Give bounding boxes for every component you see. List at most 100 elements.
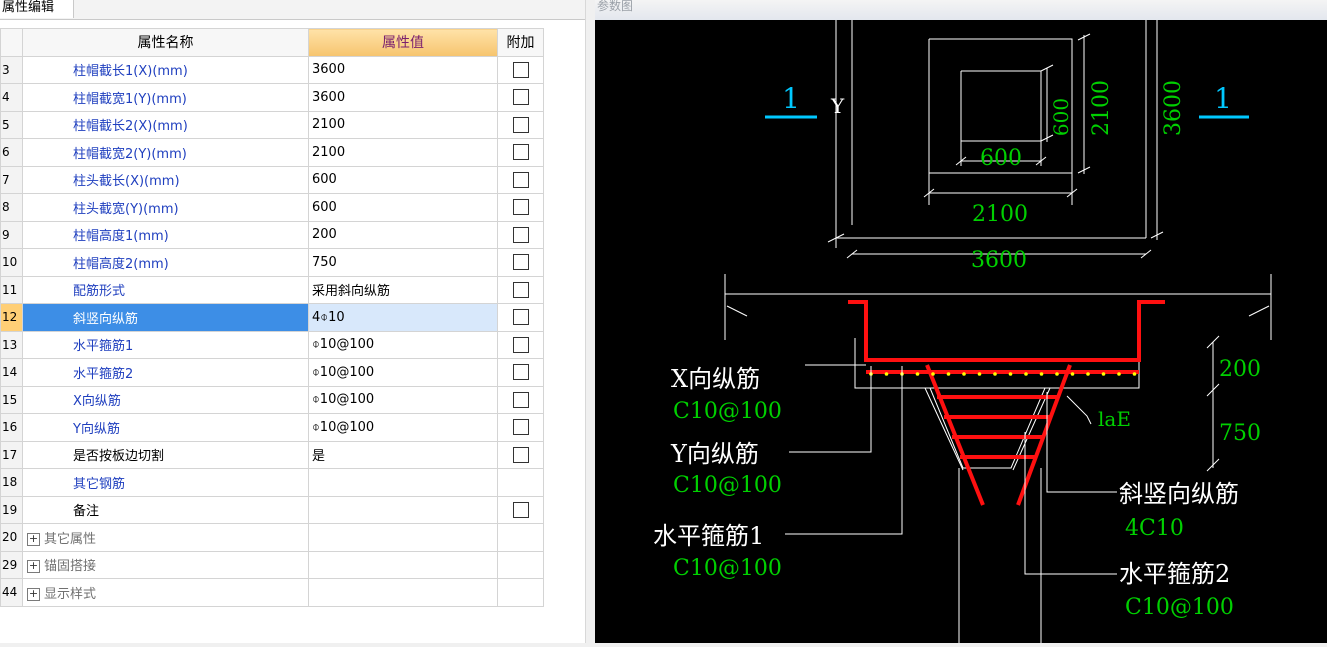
property-value-cell[interactable]: 采用斜向纵筋 bbox=[308, 275, 498, 304]
property-name-cell[interactable]: +锚固搭接 bbox=[22, 550, 309, 579]
extra-checkbox[interactable] bbox=[512, 391, 529, 408]
cad-line bbox=[1077, 33, 1091, 41]
header-property-name[interactable]: 属性名称 bbox=[22, 28, 309, 57]
extra-checkbox[interactable] bbox=[512, 144, 529, 161]
cad-line bbox=[1248, 305, 1270, 317]
extra-checkbox[interactable] bbox=[512, 364, 529, 381]
property-value-cell[interactable]: 200 bbox=[308, 220, 498, 249]
extra-checkbox[interactable] bbox=[512, 446, 529, 463]
property-name-cell[interactable]: 柱头截长(X)(mm) bbox=[22, 165, 309, 194]
cad-line bbox=[1040, 134, 1054, 142]
extra-cell bbox=[497, 248, 544, 277]
property-value-cell[interactable]: 600 bbox=[308, 165, 498, 194]
property-value-cell[interactable] bbox=[308, 578, 498, 607]
rebar-dot bbox=[884, 372, 889, 376]
expand-plus-icon[interactable]: + bbox=[27, 531, 40, 546]
property-value-cell[interactable]: 3600 bbox=[308, 55, 498, 84]
extra-checkbox[interactable] bbox=[512, 254, 529, 271]
extra-cell bbox=[497, 220, 544, 249]
property-name-cell[interactable]: 柱帽截长1(X)(mm) bbox=[22, 55, 309, 84]
table-row[interactable]: 29+锚固搭接 bbox=[0, 550, 544, 579]
property-value-cell[interactable] bbox=[308, 523, 498, 552]
property-name-cell[interactable]: 柱帽截宽1(Y)(mm) bbox=[22, 83, 309, 112]
property-value-cell[interactable]: ⌽10@100 bbox=[308, 330, 498, 359]
extra-checkbox[interactable] bbox=[512, 61, 529, 78]
extra-checkbox[interactable] bbox=[512, 309, 529, 326]
x-rebar-label: X向纵筋 bbox=[671, 365, 760, 393]
expand-plus-icon[interactable]: + bbox=[27, 586, 40, 601]
table-row[interactable]: 20+其它属性 bbox=[0, 523, 544, 552]
panel-splitter[interactable] bbox=[585, 0, 596, 643]
property-name-cell[interactable]: 其它钢筋 bbox=[22, 468, 309, 497]
property-value-cell[interactable] bbox=[308, 495, 498, 524]
expand-plus-icon[interactable]: + bbox=[27, 559, 40, 574]
property-value-cell[interactable]: 750 bbox=[308, 248, 498, 277]
property-name-cell[interactable]: X向纵筋 bbox=[22, 385, 309, 414]
header-property-value[interactable]: 属性值 bbox=[308, 28, 498, 57]
property-name-cell[interactable]: 柱帽高度1(mm) bbox=[22, 220, 309, 249]
property-name-cell[interactable]: 柱帽截长2(X)(mm) bbox=[22, 110, 309, 139]
property-name-cell[interactable]: +显示样式 bbox=[22, 578, 309, 607]
cad-line bbox=[1077, 166, 1091, 174]
property-value-cell[interactable]: 3600 bbox=[308, 83, 498, 112]
extra-checkbox[interactable] bbox=[512, 336, 529, 353]
extra-checkbox[interactable] bbox=[512, 419, 529, 436]
extra-cell bbox=[497, 193, 544, 222]
property-name-cell[interactable]: 水平箍筋1 bbox=[22, 330, 309, 359]
rebar-dot bbox=[1070, 372, 1075, 376]
property-value-cell[interactable]: 2100 bbox=[308, 110, 498, 139]
extra-checkbox[interactable] bbox=[512, 226, 529, 243]
property-value-cell[interactable]: ⌽10@100 bbox=[308, 413, 498, 442]
property-value-cell[interactable]: 是 bbox=[308, 440, 498, 469]
table-row[interactable]: 44+显示样式 bbox=[0, 578, 544, 607]
dim-3600-vertical: 3600 bbox=[1161, 80, 1186, 136]
property-name-cell[interactable]: 柱头截宽(Y)(mm) bbox=[22, 193, 309, 222]
property-value-cell[interactable] bbox=[308, 550, 498, 579]
extra-cell bbox=[497, 550, 544, 579]
dim-3600-horizontal: 3600 bbox=[971, 248, 1027, 273]
property-value-cell[interactable]: 2100 bbox=[308, 138, 498, 167]
extra-checkbox[interactable] bbox=[512, 171, 529, 188]
tab-property-editor[interactable]: 属性编辑 bbox=[0, 0, 74, 18]
cap-lower-outline bbox=[929, 387, 1046, 469]
extra-checkbox[interactable] bbox=[512, 501, 529, 518]
extra-checkbox[interactable] bbox=[512, 199, 529, 216]
property-name-cell[interactable]: 斜竖向纵筋 bbox=[22, 303, 309, 332]
extra-checkbox[interactable] bbox=[512, 89, 529, 106]
property-value-cell[interactable]: 4⌽10 bbox=[308, 303, 498, 332]
header-extra[interactable]: 附加 bbox=[497, 28, 544, 57]
property-name-cell[interactable]: 是否按板边切割 bbox=[22, 440, 309, 469]
row-index: 5 bbox=[0, 110, 23, 139]
property-name-cell[interactable]: 备注 bbox=[22, 495, 309, 524]
property-name-cell[interactable]: Y向纵筋 bbox=[22, 413, 309, 442]
property-value-cell[interactable] bbox=[308, 468, 498, 497]
extra-checkbox[interactable] bbox=[512, 281, 529, 298]
property-value-cell[interactable]: ⌽10@100 bbox=[308, 358, 498, 387]
header-index bbox=[0, 28, 23, 57]
property-name-cell[interactable]: +其它属性 bbox=[22, 523, 309, 552]
property-name-cell[interactable]: 配筋形式 bbox=[22, 275, 309, 304]
property-name-cell[interactable]: 柱帽截宽2(Y)(mm) bbox=[22, 138, 309, 167]
property-name-cell[interactable]: 水平箍筋2 bbox=[22, 358, 309, 387]
property-value-cell[interactable]: 600 bbox=[308, 193, 498, 222]
property-name-cell[interactable]: 柱帽高度2(mm) bbox=[22, 248, 309, 277]
property-value-cell[interactable]: ⌽10@100 bbox=[308, 385, 498, 414]
extra-checkbox[interactable] bbox=[512, 116, 529, 133]
